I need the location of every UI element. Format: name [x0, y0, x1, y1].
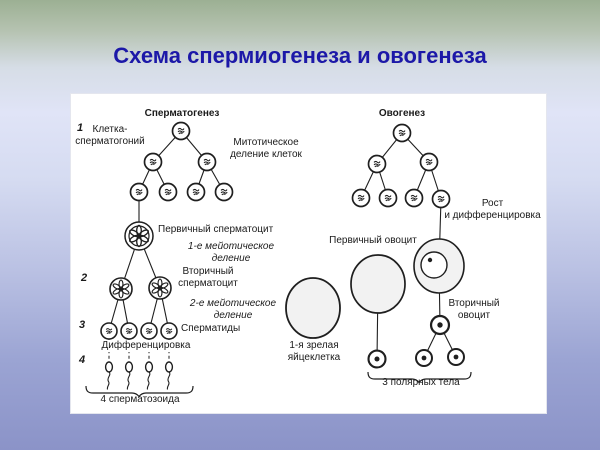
differentiation-label: Дифференцировка: [91, 340, 201, 352]
oogonium-cell: [353, 190, 370, 207]
polar-body-cell: [447, 348, 465, 366]
oogonium-cell: [380, 190, 397, 207]
spermatogenesis-connector-lines: [108, 130, 225, 332]
nucleolus-dot: [427, 257, 433, 263]
polar-body-cell: [415, 349, 433, 367]
spermatogonium-cell: [131, 184, 148, 201]
nucleus: [420, 251, 448, 279]
diagram-svg: [85, 94, 472, 398]
oogenesis-connector-lines: [360, 132, 457, 360]
primary-oocyte-label: Первичный овоцит: [329, 235, 417, 246]
spermatogonium-cell: [173, 123, 190, 140]
spermatid-cell: [101, 323, 117, 339]
stage-1-number: 1: [76, 122, 84, 134]
mature-egg-cell: [285, 277, 341, 339]
slide-title: Схема спермиогенеза и овогенеза: [113, 43, 487, 68]
sperm: [124, 361, 134, 391]
stage-3-number: 3: [78, 319, 86, 331]
spermatids-label: Сперматиды: [181, 323, 241, 334]
spermatid-cell: [141, 323, 157, 339]
oogenesis-header: Овогенез: [378, 108, 426, 119]
spermatogenesis-header: Сперматогенез: [144, 108, 220, 119]
spermatogonium-cell: [199, 154, 216, 171]
stage-2-number: 2: [80, 272, 88, 284]
secondary-spermatocyte-cell: [110, 278, 132, 300]
meiosis-2-label: 2-е мейотическое деление: [189, 298, 277, 321]
secondary-spermatocyte-label: Вторичный сперматоцит: [178, 266, 238, 289]
spermatogonium-cell: [216, 184, 233, 201]
primary-oocyte-cell: [413, 238, 465, 294]
stage-4-number: 4: [78, 354, 86, 366]
sperm: [104, 361, 114, 391]
primary-spermatocyte-label: Первичный сперматоцит: [158, 224, 274, 235]
secondary-oocyte-label: Вторичный овоцит: [448, 298, 500, 321]
sperm: [144, 361, 154, 391]
oogonium-cell: [369, 156, 386, 173]
polar-body-cell: [367, 349, 387, 369]
spermatid-cell: [161, 323, 177, 339]
mature-egg-label: 1-я зрелая яйцеклетка: [287, 340, 341, 363]
primary-spermatocyte-cell: [125, 222, 153, 250]
polar-bodies-label: 3 полярных тела: [382, 377, 460, 388]
spermatid-cell: [121, 323, 137, 339]
diagram-panel: Сперматогенез 1 Клетка- сперматогоний Ми…: [70, 93, 547, 414]
spermatogonium-cell: [160, 184, 177, 201]
growth-differentiation-label: Рост и дифференцировка: [444, 198, 541, 221]
growing-oocyte-cell: [350, 254, 406, 314]
oogonium-cell: [421, 154, 438, 171]
oogonium-cell: [394, 125, 411, 142]
oogonium-cell: [406, 190, 423, 207]
sperm-brace: [85, 385, 194, 398]
sperm: [164, 361, 174, 391]
spermatozoa-result-label: 4 сперматозоида: [100, 394, 180, 405]
spermatogonium-cell: [145, 154, 162, 171]
meiosis-1-label: 1-е мейотическое деление: [187, 241, 275, 264]
mitotic-division-label: Митотическое деление клеток: [230, 137, 302, 160]
spermatogonium-label: Клетка- сперматогоний: [75, 124, 145, 147]
secondary-spermatocyte-cell: [149, 277, 171, 299]
polar-bodies-brace: [367, 371, 472, 384]
spermatogonium-cell: [188, 184, 205, 201]
